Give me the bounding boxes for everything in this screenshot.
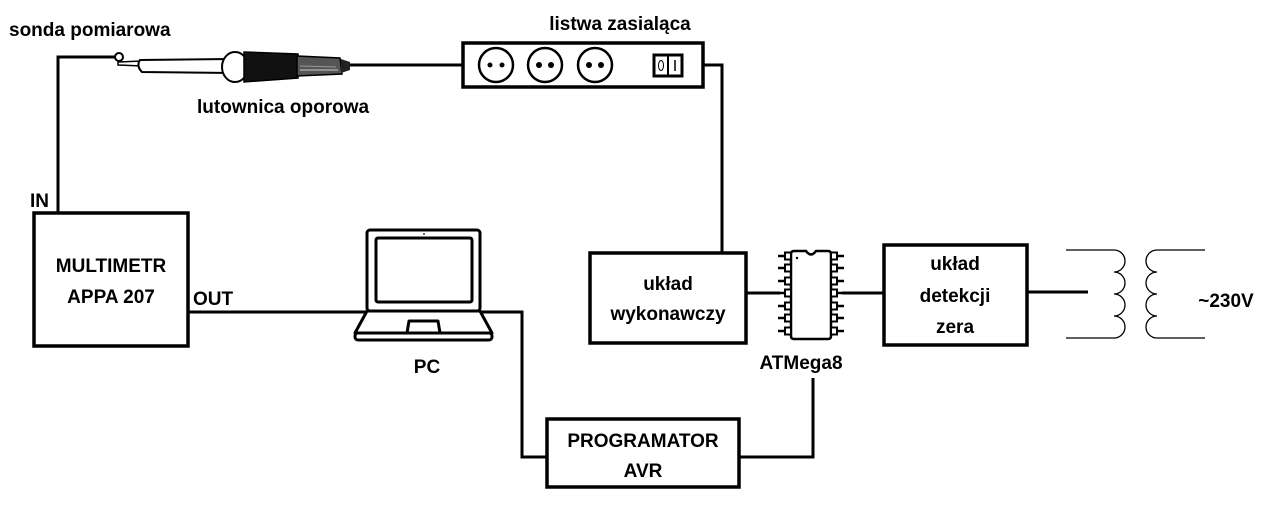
- soldering-iron-icon: [114, 51, 350, 83]
- chip-pin-left-2: [778, 263, 792, 273]
- transformer-primary-coil: [1066, 249, 1126, 339]
- chip-pin-right-3: [830, 276, 844, 286]
- wire-mcu-to-programmer: [739, 378, 815, 459]
- programmer-block: PROGRAMATOR AVR: [545, 417, 741, 489]
- chip-pin-right-4: [830, 288, 844, 298]
- mains-voltage-label: ~230V: [1198, 291, 1254, 312]
- transformer-secondary-coil: [1145, 249, 1205, 339]
- executive-label-line2: wykonawczy: [609, 304, 726, 325]
- out-port-label: OUT: [193, 289, 234, 310]
- zero-detect-label-line3: zera: [936, 317, 974, 338]
- soldering-iron-label: lutownica oporowa: [197, 97, 369, 118]
- chip-pin-left-5: [778, 301, 792, 311]
- wire-power-strip-to-executive: [703, 63, 724, 253]
- laptop-icon: [353, 228, 494, 342]
- chip-pin-left-7: [778, 326, 792, 336]
- multimeter-label-line1: MULTIMETR: [56, 256, 167, 277]
- pc-label: PC: [414, 357, 441, 378]
- in-port-label: IN: [30, 191, 49, 212]
- power-switch: [652, 53, 684, 78]
- power-strip-label: listwa zasialąca: [549, 14, 691, 35]
- mcu-label: ATMega8: [759, 353, 842, 374]
- chip-pin-left-3: [778, 276, 792, 286]
- chip-pin-left-1: [778, 251, 792, 261]
- transformer-icon: [1066, 249, 1205, 339]
- chip-pin-left-4: [778, 288, 792, 298]
- chip-pin-right-6: [830, 313, 844, 323]
- zero-detect-label-line2: detekcji: [920, 286, 991, 307]
- probe-label: sonda pomiarowa: [9, 20, 171, 41]
- chip-pin-right-7: [830, 326, 844, 336]
- chip-pin-right-5: [830, 301, 844, 311]
- socket-1: [477, 46, 515, 84]
- executive-circuit-block: układ wykonawczy: [588, 251, 748, 345]
- power-strip-icon: [461, 41, 705, 89]
- chip-pin-right-1: [830, 251, 844, 261]
- socket-2: [526, 46, 564, 84]
- socket-3: [576, 46, 614, 84]
- ic-chip-icon: [778, 249, 844, 341]
- chip-pin-right-2: [830, 263, 844, 273]
- zero-detection-block: układ detekcji zera: [882, 243, 1029, 347]
- multimeter-block: MULTIMETR APPA 207: [32, 211, 190, 348]
- programmer-label-line1: PROGRAMATOR: [567, 431, 719, 452]
- wire-probe-to-multimeter: [56, 55, 115, 213]
- wire-multimeter-to-pc-to-programmer: [188, 310, 547, 459]
- executive-label-line1: układ: [643, 274, 693, 295]
- multimeter-label-line2: APPA 207: [67, 287, 155, 308]
- chip-pin-left-6: [778, 313, 792, 323]
- programmer-label-line2: AVR: [624, 461, 663, 482]
- zero-detect-label-line1: układ: [930, 254, 980, 275]
